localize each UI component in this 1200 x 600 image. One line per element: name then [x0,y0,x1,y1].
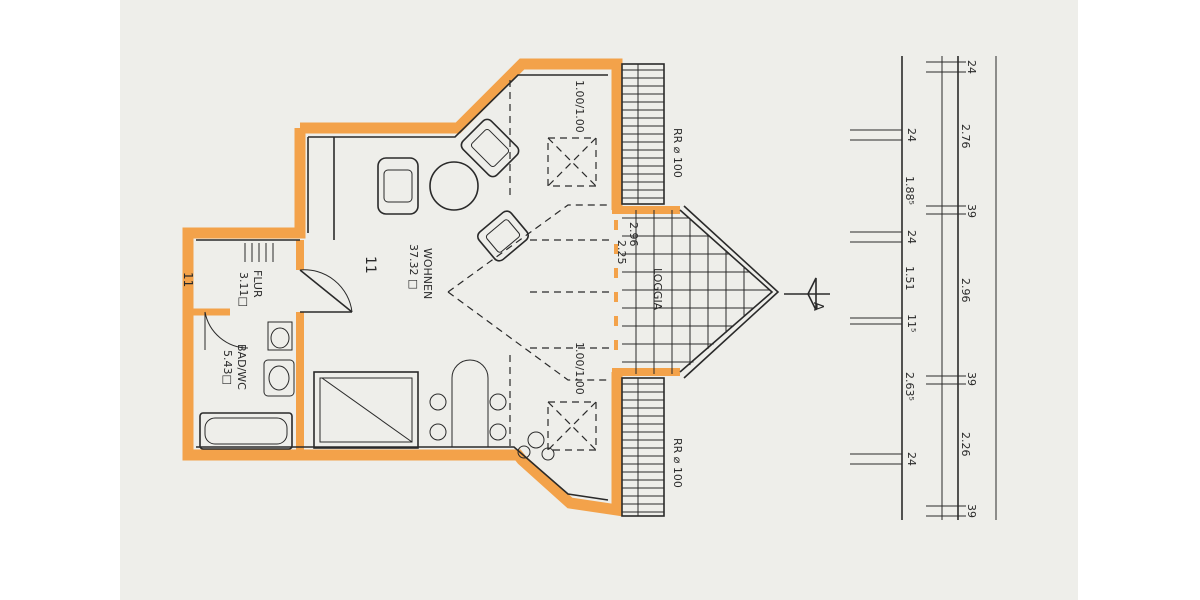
interior-walls [188,206,680,455]
dim-inner-3: 24 [905,230,918,244]
room-name-bad: BAD/WC [235,344,248,390]
armchair-diagonal-2 [476,210,530,262]
plant [517,431,555,461]
entrance-number: 11 [181,272,195,287]
room-name-flur: FLUR [251,270,264,298]
dim-inner-5: 11⁵ [905,314,918,332]
dim-inner-1: 24 [905,128,918,142]
section-marker [784,277,830,311]
window-label-lower: 1.00/1.00 [573,342,586,395]
armchair [377,157,419,215]
dim-outer-3: 39 [965,204,978,218]
kitchen-counter [313,371,419,449]
bathtub [199,412,293,450]
stove [429,359,507,448]
armchair-diagonal-1 [460,118,520,178]
room-area-bad: 5.43□ [221,350,234,385]
gutter-top [621,63,665,205]
dim-inner-6: 2.63⁵ [903,372,916,401]
washbasin [263,359,295,397]
loggia-dim-upper: 2.96 [627,222,640,247]
entrance-door [299,269,353,313]
dim-inner-7: 24 [905,452,918,466]
inner-dimension-labels: 24 1.88⁵ 24 1.51 11⁵ 2.63⁵ 24 [903,128,918,466]
dim-outer-6: 2.26 [959,432,972,457]
dim-outer-2: 2.76 [959,124,972,149]
flur-hatching [244,243,274,262]
room-name-wohnen: WOHNEN [421,248,434,299]
exterior-walls [182,58,623,517]
gutter-bottom [621,377,665,517]
loggia [622,205,780,379]
loggia-label: LOGGIA [651,268,664,311]
dimension-chains [850,56,997,520]
room-area-wohnen: 37.32 □ [407,244,420,289]
window-label-upper: 1.00/1.00 [573,80,586,133]
dim-inner-2: 1.88⁵ [903,176,916,205]
rr-label-bottom: RR ⌀ 100 [671,438,684,488]
toilet [267,321,293,351]
loggia-dim-lower: 2.25 [615,240,628,265]
dim-outer-7: 39 [965,504,978,518]
dim-inner-4: 1.51 [903,266,916,291]
bathroom-door [204,311,249,350]
paper-sheet [120,0,1078,600]
dim-outer-4: 2.96 [959,278,972,303]
room-number-wohnen: 11 [362,256,378,274]
roof-slope-lines [447,80,610,450]
dim-outer-1: 24 [965,60,978,74]
dim-outer-5: 39 [965,372,978,386]
section-marker-label: A [810,302,825,311]
roof-window-upper [547,137,597,187]
room-area-flur: 3.11□ [237,272,250,307]
roof-window-lower [547,401,597,451]
rr-label-top: RR ⌀ 100 [671,128,684,178]
round-table [429,161,479,211]
outer-dimension-labels: 24 2.76 39 2.96 39 2.26 39 [959,60,978,518]
